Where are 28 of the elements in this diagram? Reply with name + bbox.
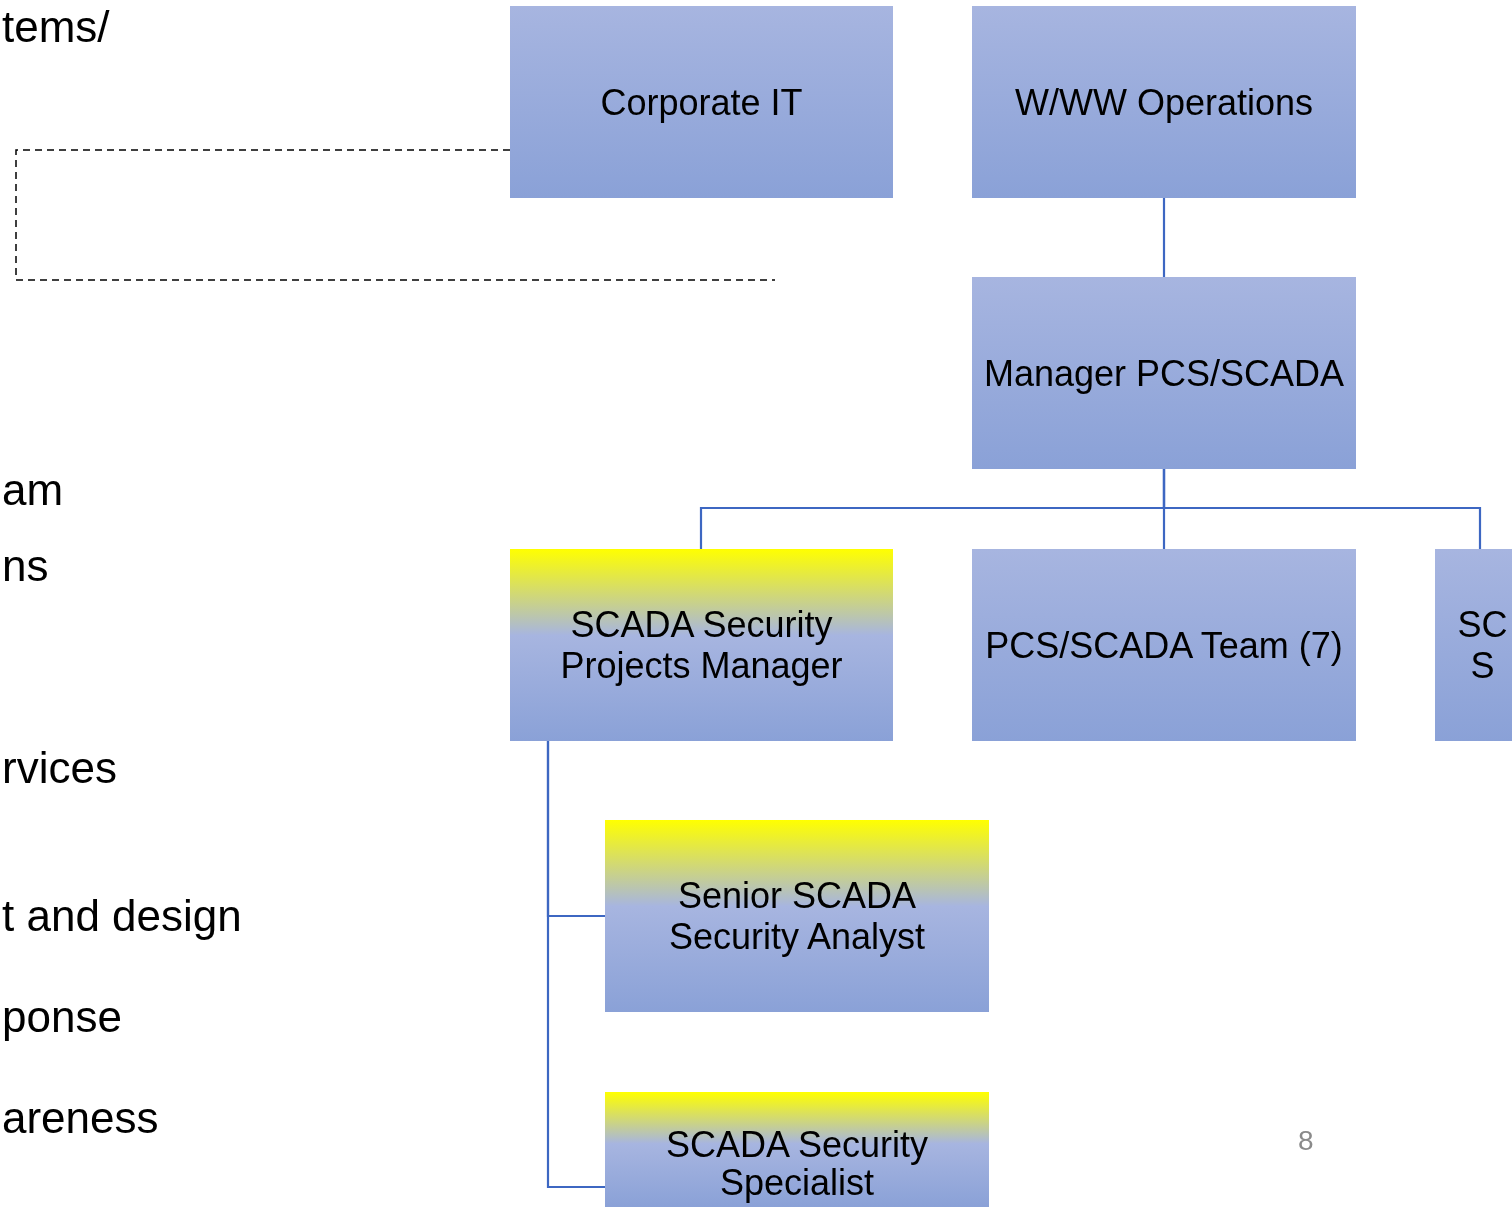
bullet-text: ns: [2, 541, 49, 591]
box-label: Manager PCS/SCADA: [983, 352, 1345, 394]
org-box: [1435, 549, 1512, 741]
connector-line: [546, 741, 605, 1189]
org-box: [605, 1092, 989, 1207]
bullet-text: rvices: [2, 743, 117, 793]
bullet-text: tems/: [2, 2, 110, 52]
bullet-text: t and design: [2, 891, 242, 941]
dashed-line: [15, 149, 776, 281]
box-label: PCS/SCADA Team (7): [985, 624, 1343, 666]
org-box: [510, 549, 893, 741]
org-box: [972, 6, 1356, 198]
org-box: [972, 277, 1356, 469]
box-label: Corporate IT: [600, 81, 803, 123]
box-label: W/WW Operations: [1014, 81, 1313, 123]
box-label: SCADA Security Projects Manager: [559, 604, 844, 686]
box-label: SC S: [1456, 604, 1509, 686]
org-box: [605, 820, 989, 1012]
connector-line: [1162, 198, 1166, 277]
bullet-text: areness: [2, 1093, 159, 1143]
org-box: [972, 549, 1356, 741]
bullet-text: am: [2, 465, 64, 515]
connector-line: [1162, 469, 1482, 549]
box-label: Senior SCADA Security Analyst: [667, 875, 927, 957]
page-number: 8: [1298, 1124, 1314, 1158]
org-box: [510, 6, 893, 198]
box-label: SCADA Security Specialist: [664, 1126, 930, 1202]
bullet-text: ponse: [2, 992, 122, 1042]
